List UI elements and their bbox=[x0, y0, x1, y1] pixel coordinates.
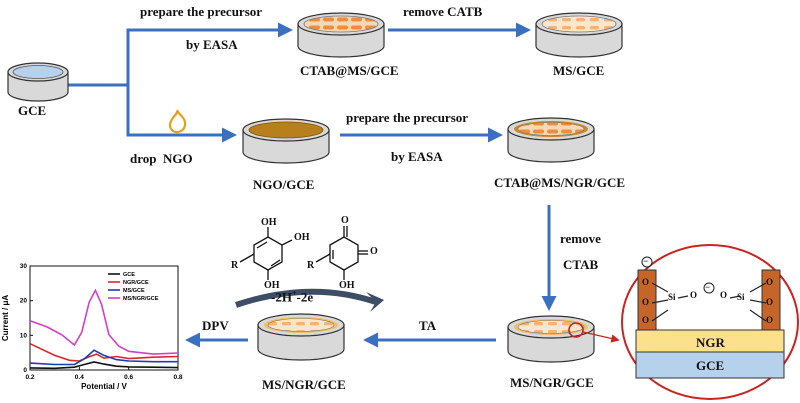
step-ctab: CTAB bbox=[563, 257, 599, 272]
reaction-label: -2H+-2e bbox=[271, 289, 314, 305]
inset-left-o1: O bbox=[642, 277, 650, 287]
label-ms-gce: MS/GCE bbox=[553, 63, 605, 78]
label-ctab-ms-gce: CTAB@MS/GCE bbox=[300, 63, 399, 78]
inset-left-si: Si bbox=[668, 292, 676, 302]
product-structure bbox=[315, 226, 368, 280]
pillar-right bbox=[761, 269, 781, 331]
label-gce: GCE bbox=[18, 103, 47, 118]
inset-ngr-label: NGR bbox=[696, 335, 725, 350]
product-oh: OH bbox=[339, 280, 355, 291]
electrode-gce bbox=[7, 62, 69, 102]
reactant-oh-top: OH bbox=[261, 217, 277, 228]
interface-inset bbox=[621, 244, 799, 400]
electrode-ctab-ms-ngr-gce bbox=[507, 117, 595, 163]
step-by-easa-1: by EASA bbox=[186, 37, 238, 52]
ngr-layer bbox=[635, 329, 785, 353]
reaction-e-label: -2e bbox=[296, 289, 314, 305]
reactant-oh-mid: OH bbox=[294, 232, 310, 243]
electrode-ms-gce bbox=[535, 12, 623, 58]
reaction-h-label: -2H bbox=[271, 289, 292, 305]
inset-left-o3: O bbox=[642, 315, 650, 325]
series-line bbox=[29, 349, 178, 366]
legend-label: MS/GCE bbox=[123, 288, 145, 294]
step-by-easa-2: by EASA bbox=[391, 149, 443, 164]
electrode-ms-ngr-gce-right bbox=[507, 315, 595, 363]
inset-right-si: Si bbox=[737, 292, 745, 302]
inset-left-o2: O bbox=[642, 297, 650, 307]
arrow-gce-branch-lower bbox=[126, 85, 237, 143]
step-ta: TA bbox=[419, 318, 437, 333]
inset-right-o1: O bbox=[766, 277, 774, 287]
step-remove: remove bbox=[560, 231, 601, 246]
inset-left-o-out: O bbox=[690, 290, 698, 300]
reactant-oh-bot: OH bbox=[264, 280, 280, 291]
y-tick-label: 10 bbox=[20, 332, 28, 339]
electrode-ms-ngr-gce-left bbox=[257, 313, 345, 361]
zoom-arrow bbox=[582, 331, 620, 343]
inset-minus-left: − bbox=[643, 256, 649, 266]
label-ms-ngr-gce-left: MS/NGR/GCE bbox=[262, 377, 346, 392]
label-ctab-ms-ngr-gce: CTAB@MS/NGR/GCE bbox=[494, 175, 626, 190]
y-tick-label: 30 bbox=[20, 263, 28, 270]
legend-label: NGR/GCE bbox=[123, 280, 149, 286]
inset-right-o3: O bbox=[766, 315, 774, 325]
inset-gce-label: GCE bbox=[696, 358, 725, 373]
x-tick-label: 0.8 bbox=[173, 374, 182, 381]
y-tick-label: 0 bbox=[23, 367, 27, 374]
legend-label: GCE bbox=[123, 272, 135, 278]
label-ngo-gce: NGO/GCE bbox=[253, 177, 315, 192]
droplet-icon bbox=[168, 109, 187, 134]
product-r: R bbox=[307, 260, 315, 271]
step-dpv: DPV bbox=[202, 318, 229, 333]
step-prepare-precursor-2: prepare the precursor bbox=[346, 110, 469, 125]
series-line bbox=[29, 342, 179, 362]
series-line bbox=[29, 361, 179, 370]
y-axis-label: Current / μA bbox=[2, 295, 10, 341]
legend-label: MS/NGR/GCE bbox=[123, 296, 159, 302]
y-tick-label: 20 bbox=[20, 298, 28, 305]
reactant-r: R bbox=[231, 260, 239, 271]
label-ms-ngr-gce-right: MS/NGR/GCE bbox=[510, 375, 594, 390]
x-tick-label: 0.2 bbox=[25, 374, 34, 381]
product-o-top: O bbox=[341, 215, 349, 226]
pillar-left bbox=[637, 269, 657, 331]
inset-right-o2: O bbox=[766, 297, 774, 307]
chart-frame bbox=[29, 265, 179, 371]
inset-minus-right: − bbox=[705, 282, 711, 292]
electrode-ngo-gce bbox=[242, 118, 330, 164]
flow-arrows bbox=[68, 22, 557, 348]
step-remove-catb: remove CATB bbox=[403, 4, 483, 19]
inset-right-o-out: O bbox=[720, 290, 728, 300]
reaction-arc bbox=[235, 288, 384, 312]
x-tick-label: 0.4 bbox=[75, 374, 84, 381]
step-prepare-precursor-1: prepare the precursor bbox=[140, 4, 263, 19]
arrow-gce-branch bbox=[68, 22, 293, 87]
reaction-plus: + bbox=[291, 289, 297, 298]
gce-layer bbox=[635, 351, 785, 379]
product-o-mid: O bbox=[370, 246, 378, 257]
x-tick-label: 0.6 bbox=[124, 374, 133, 381]
series-line bbox=[29, 288, 179, 355]
step-drop-ngo: drop NGO bbox=[130, 151, 193, 166]
reactant-structure bbox=[239, 227, 293, 280]
electrode-ctab-ms-gce bbox=[297, 12, 385, 58]
x-axis-label: Potential / V bbox=[81, 382, 127, 391]
